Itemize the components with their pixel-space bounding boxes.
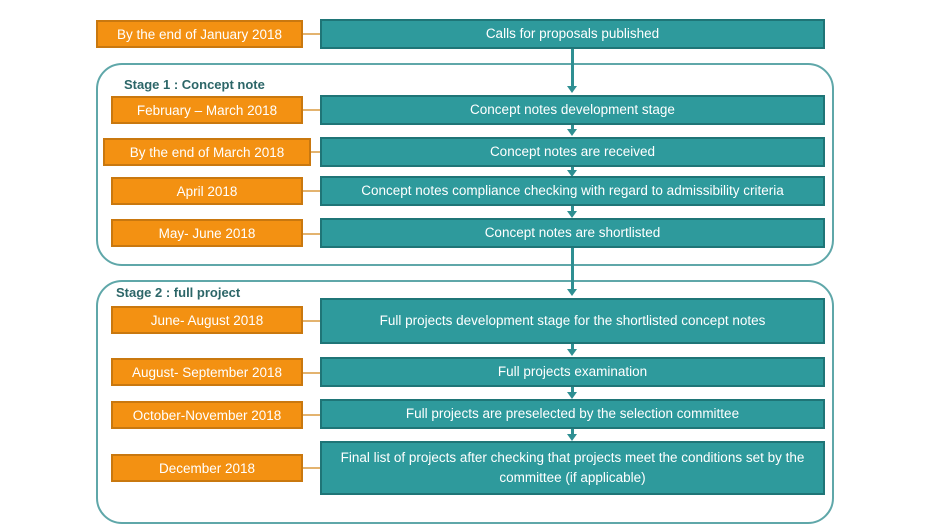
step-box: Final list of projects after checking th…: [320, 441, 825, 495]
date-connector: [303, 467, 321, 469]
arrow-down-icon: [567, 211, 577, 218]
flow-line: [571, 344, 574, 350]
step-box: Concept notes compliance checking with r…: [320, 176, 825, 206]
date-box: June- August 2018: [111, 306, 303, 334]
step-box-top: Calls for proposals published: [320, 19, 825, 49]
date-box: April 2018: [111, 177, 303, 205]
arrow-down-icon: [567, 392, 577, 399]
date-box-top: By the end of January 2018: [96, 20, 303, 48]
flow-line: [571, 206, 574, 212]
flow-line: [571, 48, 574, 88]
step-box: Full projects are preselected by the sel…: [320, 399, 825, 429]
flow-line: [571, 124, 574, 130]
flow-line: [571, 248, 574, 290]
stage1-title: Stage 1 : Concept note: [124, 77, 265, 92]
date-box: May- June 2018: [111, 219, 303, 247]
date-connector: [303, 109, 321, 111]
date-connector: [303, 33, 321, 35]
arrow-down-icon: [567, 129, 577, 136]
step-box: Concept notes are received: [320, 137, 825, 167]
flow-line: [571, 387, 574, 393]
step-box: Full projects development stage for the …: [320, 298, 825, 344]
arrow-down-icon: [567, 289, 577, 296]
stage2-title: Stage 2 : full project: [116, 285, 241, 300]
arrow-down-icon: [567, 170, 577, 177]
flow-line: [571, 429, 574, 434]
date-box: By the end of March 2018: [103, 138, 311, 166]
date-box: December 2018: [111, 454, 303, 482]
date-box: February – March 2018: [111, 96, 303, 124]
flow-line: [571, 167, 574, 171]
date-connector: [303, 233, 321, 235]
arrow-down-icon: [567, 434, 577, 441]
date-connector: [303, 414, 321, 416]
arrow-down-icon: [567, 86, 577, 93]
date-box: August- September 2018: [111, 358, 303, 386]
arrow-down-icon: [567, 349, 577, 356]
step-box: Full projects examination: [320, 357, 825, 387]
date-connector: [303, 190, 321, 192]
step-box: Concept notes are shortlisted: [320, 218, 825, 248]
date-connector: [311, 151, 321, 153]
step-box: Concept notes development stage: [320, 95, 825, 125]
date-connector: [303, 320, 321, 322]
date-connector: [303, 372, 321, 374]
date-box: October-November 2018: [111, 401, 303, 429]
